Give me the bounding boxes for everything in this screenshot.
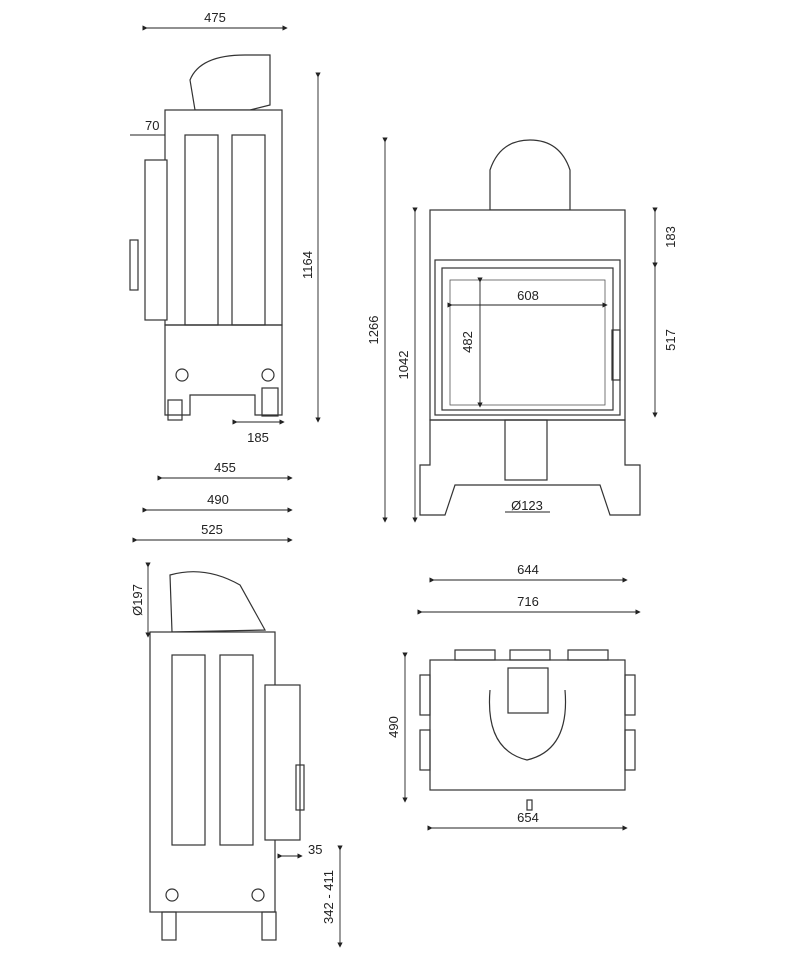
flue-outlet (507, 667, 549, 714)
dim-d123: Ø123 (511, 498, 543, 513)
body-top (429, 659, 626, 791)
glass-inner (449, 279, 606, 406)
flue-elbow (189, 54, 271, 111)
side-panel (264, 684, 301, 841)
dim-d197: Ø197 (130, 584, 145, 616)
dim-490-top: 490 (386, 716, 401, 738)
air-inlet (504, 419, 548, 481)
dim-1266: 1266 (366, 316, 381, 345)
vent-hole (165, 888, 179, 902)
dim-183: 183 (663, 226, 678, 248)
dim-342-411: 342 - 411 (321, 870, 336, 924)
dim-185: 185 (247, 430, 269, 445)
dim-654: 654 (517, 810, 539, 825)
leg (161, 911, 177, 941)
flue-ring (488, 689, 567, 761)
dim-482: 482 (460, 331, 475, 353)
side-panel (144, 159, 168, 321)
dim-517: 517 (663, 329, 678, 351)
dim-1164: 1164 (300, 251, 315, 279)
vent-hole (251, 888, 265, 902)
vent-hole (261, 368, 275, 382)
dim-525: 525 (201, 522, 223, 537)
leg (167, 399, 183, 421)
body (149, 631, 276, 913)
handle (295, 764, 305, 811)
dim-644: 644 (517, 562, 539, 577)
door-handle (611, 329, 621, 381)
leg (261, 387, 279, 417)
dim-455: 455 (214, 460, 236, 475)
dim-70: 70 (145, 118, 159, 133)
glass (441, 267, 614, 411)
flue-elbow (169, 571, 267, 633)
top-view: 490 654 (386, 649, 636, 831)
dim-1042: 1042 (396, 351, 411, 380)
side-view-2: Ø197 35 342 - 411 (130, 562, 343, 948)
flue-dome (489, 139, 571, 211)
leg (261, 911, 277, 941)
dim-716: 716 (517, 594, 539, 609)
handle (129, 239, 139, 291)
dim-475: 475 (204, 10, 226, 25)
body-lower (164, 324, 283, 416)
side-glass-right (219, 654, 254, 846)
vent-hole (175, 368, 189, 382)
front-view: 1266 1042 183 517 608 482 Ø123 644 716 (366, 137, 678, 615)
side-glass-left (171, 654, 206, 846)
dim-490: 490 (207, 492, 229, 507)
dim-35: 35 (308, 842, 322, 857)
side-view: 475 70 1164 185 455 490 525 (129, 10, 321, 543)
dim-608: 608 (517, 288, 539, 303)
body (429, 209, 626, 421)
base (419, 419, 641, 516)
